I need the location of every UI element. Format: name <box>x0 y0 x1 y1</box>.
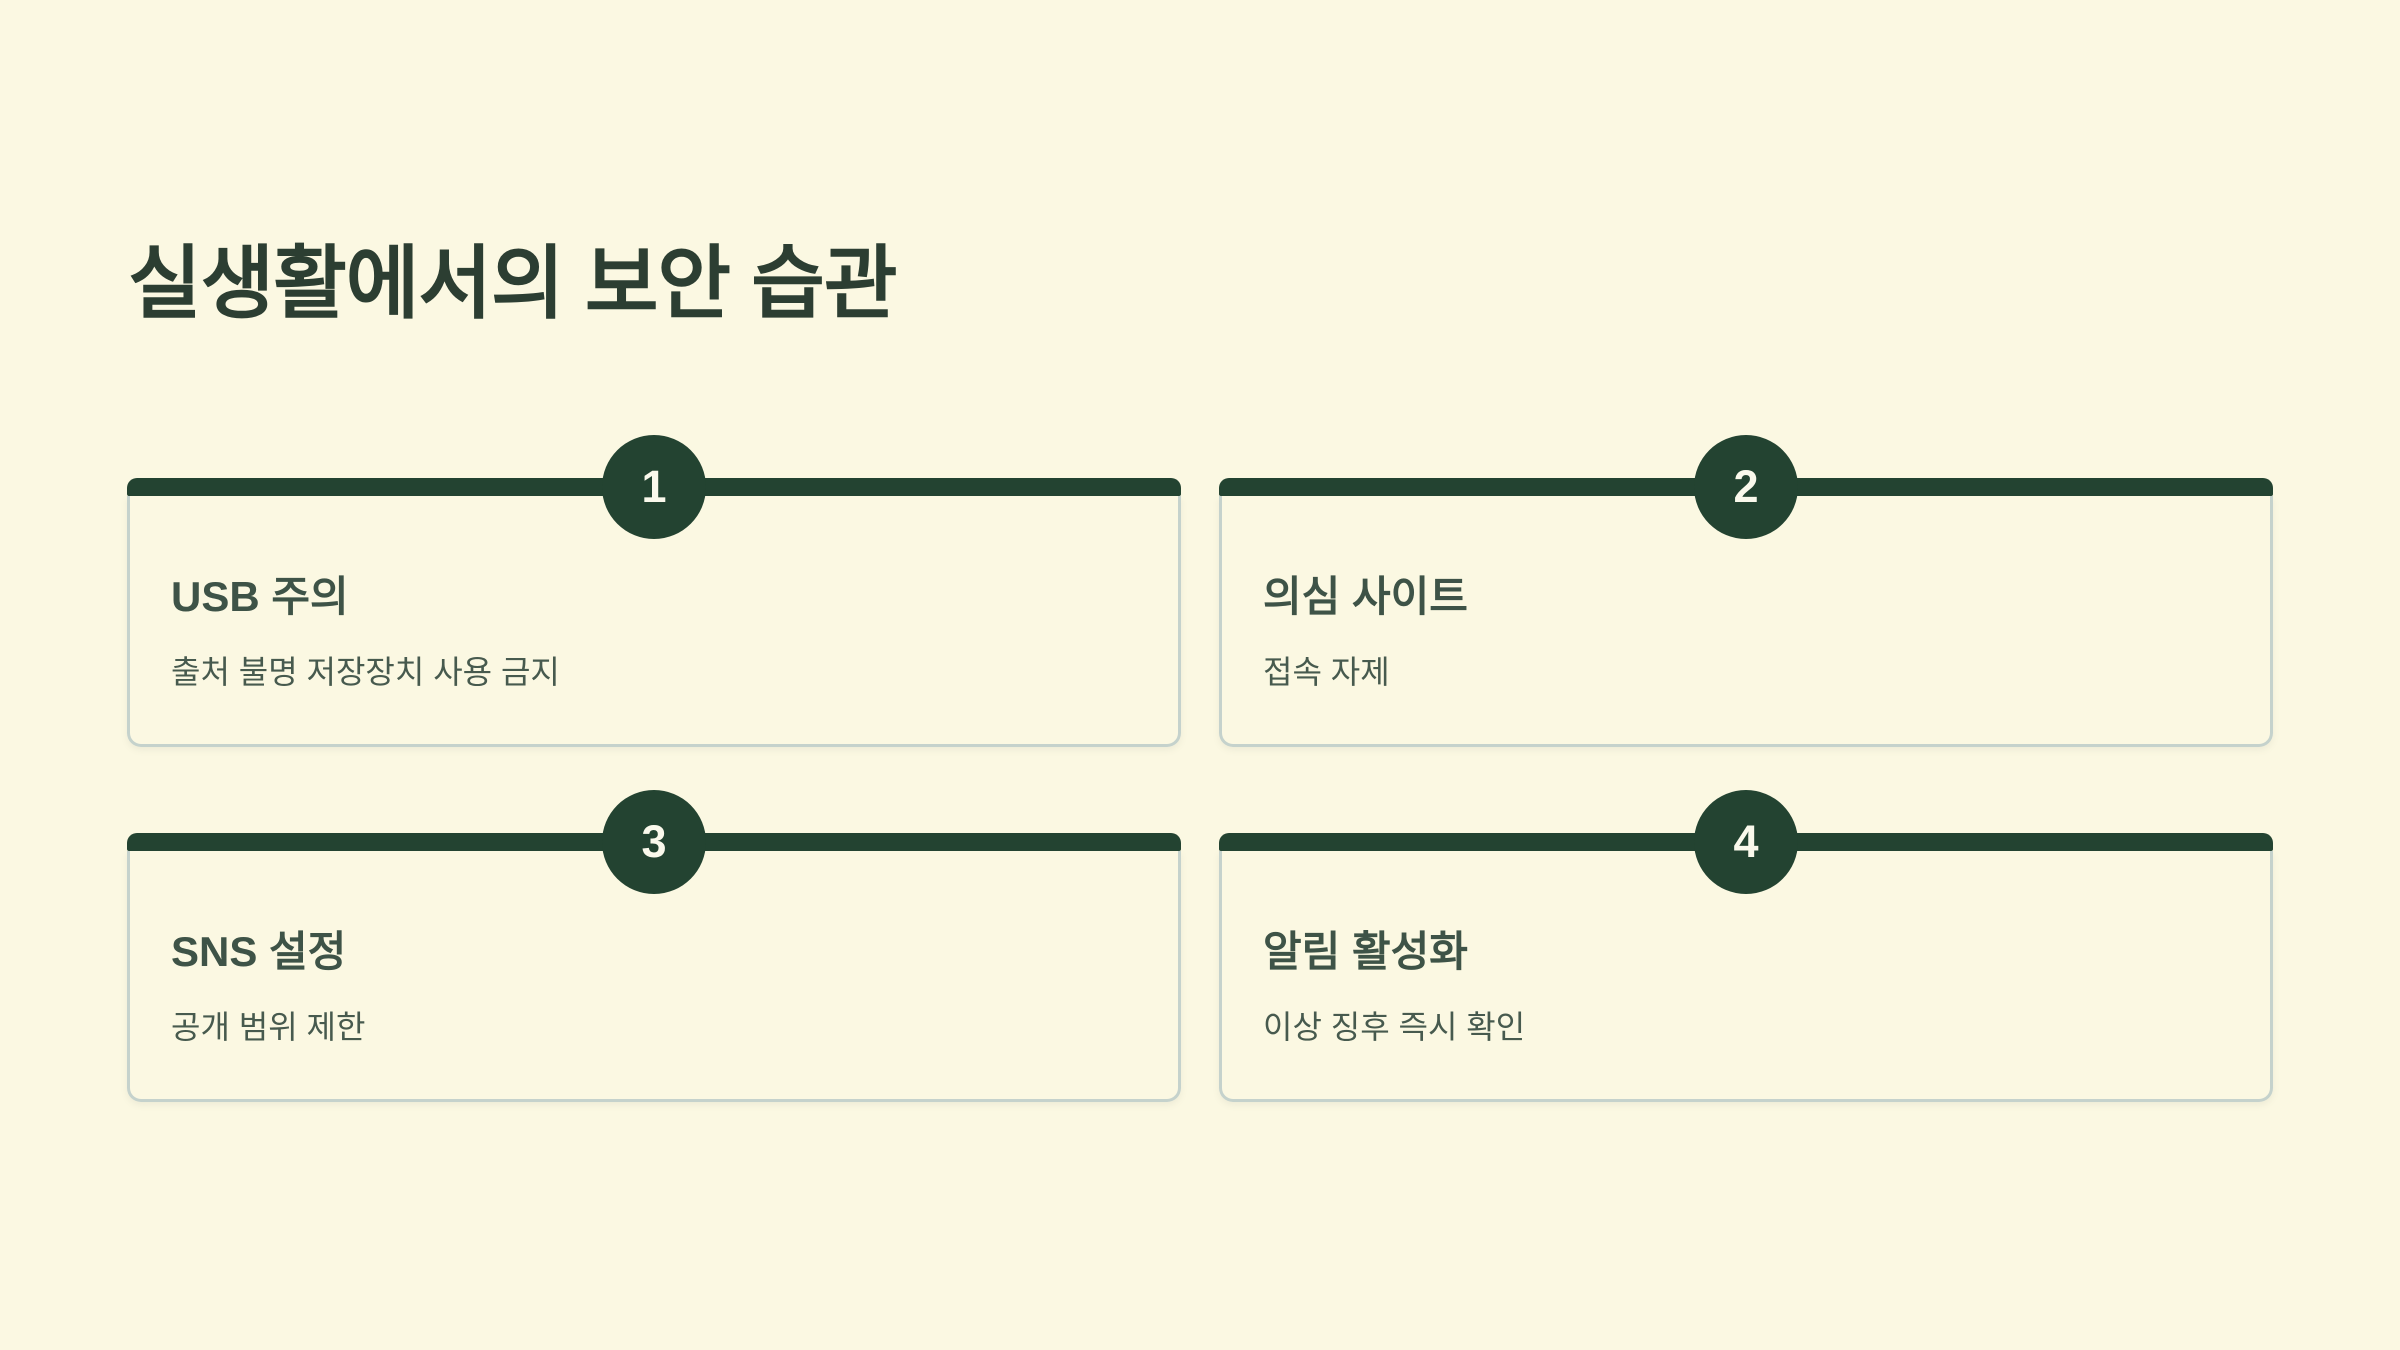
card-number-badge: 2 <box>1694 435 1798 539</box>
card-enable-alerts: 4 알림 활성화 이상 징후 즉시 확인 <box>1219 790 2273 1102</box>
card-number-badge: 3 <box>602 790 706 894</box>
card-number-badge: 1 <box>602 435 706 539</box>
card-subtitle: 출처 불명 저장장치 사용 금지 <box>171 654 560 691</box>
page-title: 실생활에서의 보안 습관 <box>128 239 897 328</box>
card-subtitle: 접속 자제 <box>1263 654 1390 691</box>
card-usb-caution: 1 USB 주의 출처 불명 저장장치 사용 금지 <box>127 435 1181 747</box>
card-suspicious-sites: 2 의심 사이트 접속 자제 <box>1219 435 2273 747</box>
card-title: 의심 사이트 <box>1263 573 1468 620</box>
card-body: SNS 설정 공개 범위 제한 <box>127 851 1181 1102</box>
card-body: 의심 사이트 접속 자제 <box>1219 496 2273 747</box>
cards-grid: 1 USB 주의 출처 불명 저장장치 사용 금지 2 의심 사이트 접속 자제… <box>127 435 2273 1102</box>
card-sns-settings: 3 SNS 설정 공개 범위 제한 <box>127 790 1181 1102</box>
card-subtitle: 공개 범위 제한 <box>171 1009 366 1046</box>
card-subtitle: 이상 징후 즉시 확인 <box>1263 1009 1526 1046</box>
card-title: USB 주의 <box>171 573 349 620</box>
card-number-badge: 4 <box>1694 790 1798 894</box>
card-title: 알림 활성화 <box>1263 928 1468 975</box>
card-body: USB 주의 출처 불명 저장장치 사용 금지 <box>127 496 1181 747</box>
card-title: SNS 설정 <box>171 928 347 975</box>
card-body: 알림 활성화 이상 징후 즉시 확인 <box>1219 851 2273 1102</box>
